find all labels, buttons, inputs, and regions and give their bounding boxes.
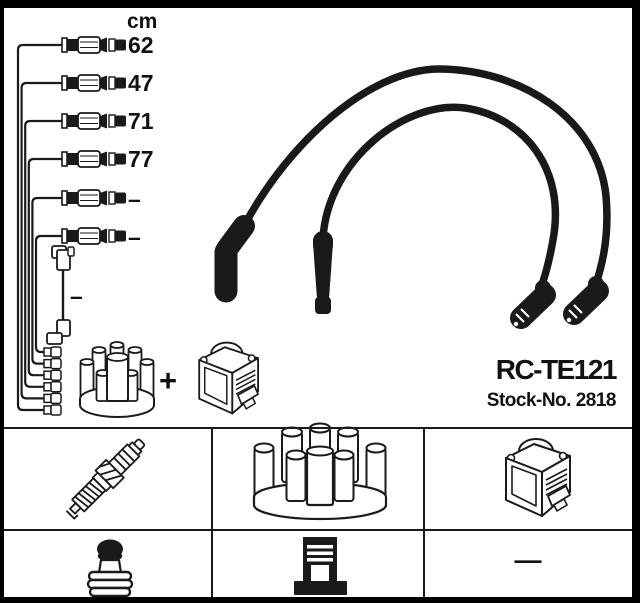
ignition-coil-icon — [198, 341, 259, 415]
frame-border — [0, 0, 640, 8]
product-info: RC-TE121 Stock-No. 2818 — [486, 354, 618, 411]
plug-terminal-nut-icon — [86, 539, 134, 598]
distributor-terminal-icon — [294, 537, 347, 595]
ignition-coil-icon — [505, 438, 571, 517]
table-rule-horizontal — [4, 529, 632, 531]
table-rule-horizontal — [4, 427, 632, 429]
frame-border — [0, 597, 640, 603]
coil-link-wire — [46, 245, 75, 345]
plug-boot-icon — [514, 288, 545, 326]
cable-end-connectors — [61, 36, 127, 245]
cable-length-label: 62 — [128, 32, 154, 58]
cable-length-label: 77 — [128, 146, 154, 172]
plug-boot-icon — [214, 215, 255, 303]
coil-wire-length-label: – — [70, 283, 83, 309]
cable-length-label: 71 — [128, 108, 154, 134]
cable-length-label: – — [128, 186, 141, 212]
plus-sign: + — [159, 363, 178, 398]
stock-number: Stock-No. 2818 — [486, 390, 617, 411]
table-rule-vertical — [211, 427, 213, 597]
ignition-cables-photo — [214, 65, 611, 326]
cable-harness-diagram — [16, 43, 62, 412]
frame-border — [632, 0, 640, 603]
part-number: RC-TE121 — [495, 354, 618, 385]
cable-length-label: – — [128, 224, 141, 250]
cable-length-label: 47 — [128, 70, 154, 96]
distributor-cap-icon — [79, 341, 155, 418]
distributor-end-connector-stack — [43, 346, 62, 416]
frame-border — [0, 0, 4, 603]
unit-header: cm — [127, 10, 158, 33]
table-rule-vertical — [423, 427, 425, 597]
plug-boot-icon — [567, 284, 598, 322]
plug-boot-icon — [313, 231, 333, 314]
spark-plug-icon — [65, 438, 146, 520]
legend-empty-cell-dash: — — [514, 545, 542, 575]
distributor-cap-icon — [252, 422, 388, 521]
